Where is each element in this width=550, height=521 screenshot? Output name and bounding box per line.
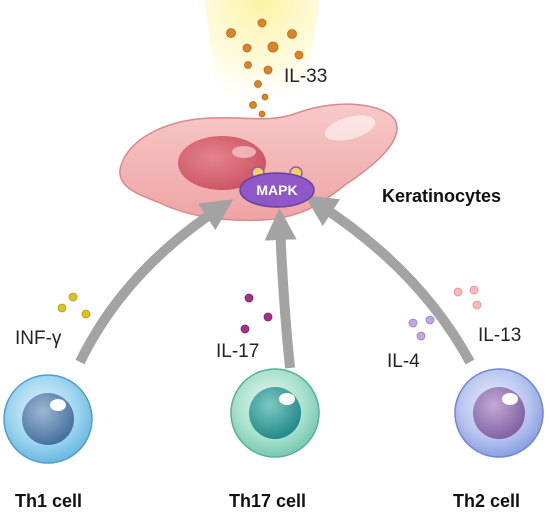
keratinocyte-cell [119,103,398,222]
th17-cell-label: Th17 cell [229,491,306,511]
il33-dots [226,18,304,118]
keratinocytes-label: Keratinocytes [382,186,501,206]
inf-gamma-label: INF-γ [15,328,62,349]
th2-cell [454,368,544,458]
th2-arrow [304,195,475,365]
th2-cell-label: Th2 cell [453,491,520,511]
il4-dots [408,315,435,341]
th1-arrow [75,199,234,365]
il17-dots [240,293,273,334]
mapk-receptor [239,166,315,208]
th1-cell-label: Th1 cell [15,491,82,511]
il17-label: IL-17 [216,341,259,362]
mapk-label: MAPK [256,182,297,198]
il13-dots [453,285,482,310]
th1-cell [3,374,93,464]
th17-cell [230,368,320,458]
il13-label: IL-13 [478,325,521,346]
il33-label: IL-33 [284,66,327,87]
il4-label: IL-4 [387,351,420,372]
inf-gamma-dots [57,292,91,319]
th17-arrow [264,208,297,369]
